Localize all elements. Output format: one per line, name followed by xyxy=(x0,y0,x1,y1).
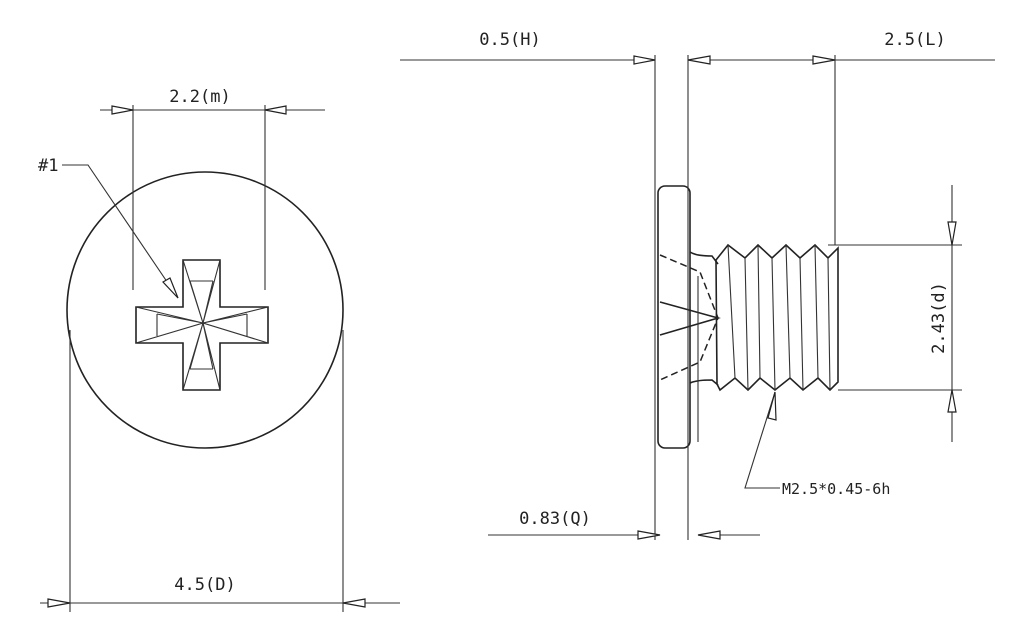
side-view: 0.5(H) 2.5(L) 2.43(d) M2.5*0.45-6h 0.83(… xyxy=(400,30,995,540)
thread-spec-callout: M2.5*0.45-6h xyxy=(744,391,890,498)
head-diameter-label: 4.5(D) xyxy=(174,575,235,595)
front-view: 2.2(m) #1 4.5(D) xyxy=(38,87,400,612)
length-label: 2.5(L) xyxy=(884,30,945,50)
dimension-head-diameter: 4.5(D) xyxy=(40,330,400,612)
dimension-head-height-length: 0.5(H) 2.5(L) xyxy=(400,30,995,540)
dimension-thread-diameter: 2.43(d) xyxy=(828,185,962,442)
drive-size-callout: #1 xyxy=(38,156,179,299)
flange-label: 0.83(Q) xyxy=(519,509,591,529)
thread-diameter-label: 2.43(d) xyxy=(929,282,949,354)
screw-head-profile xyxy=(657,185,691,449)
head-height-label: 0.5(H) xyxy=(479,30,540,50)
recess-width-label: 2.2(m) xyxy=(169,87,230,107)
dimension-recess-width: 2.2(m) xyxy=(100,87,325,290)
thread-spec-label: M2.5*0.45-6h xyxy=(782,480,890,498)
phillips-recess xyxy=(135,259,269,391)
drive-size-label: #1 xyxy=(38,156,58,176)
dimension-flange: 0.83(Q) xyxy=(488,509,760,540)
screw-head-circle xyxy=(66,171,344,449)
thread-profile xyxy=(715,243,839,392)
